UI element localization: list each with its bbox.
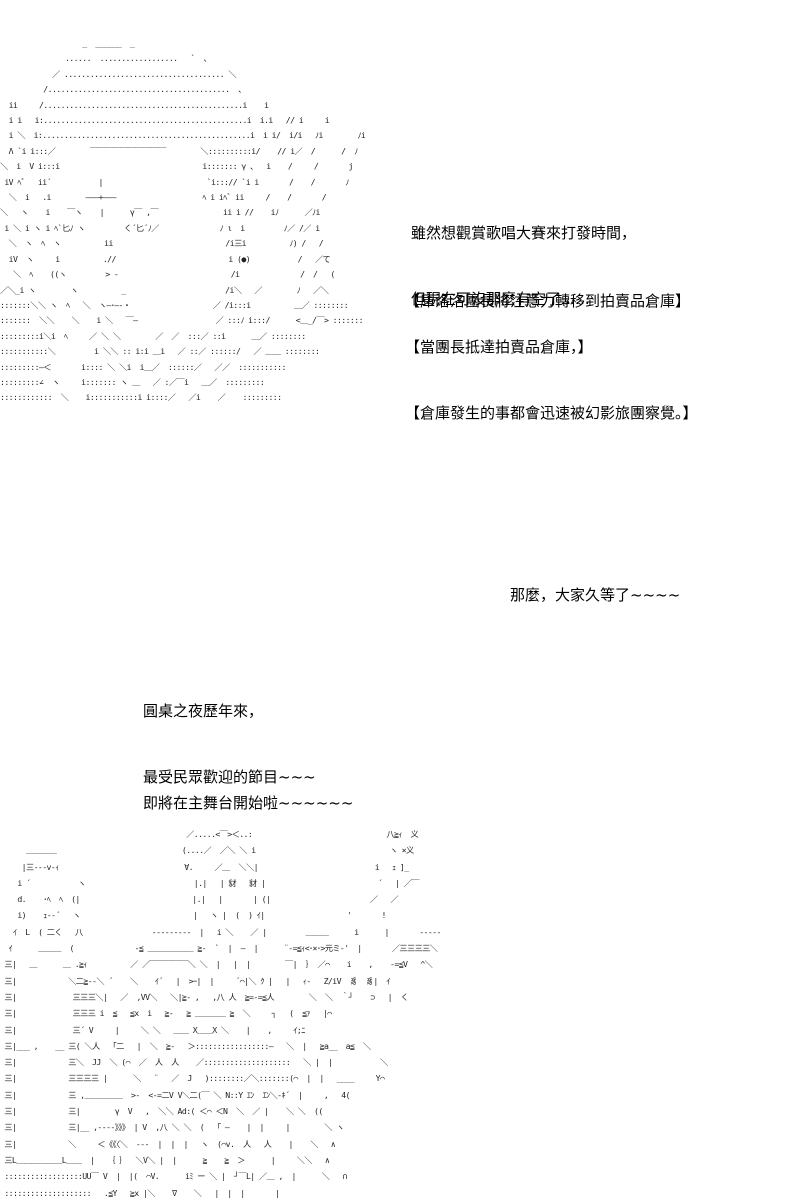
dialogue-line: 那麼，大家久等了~~~~: [510, 586, 681, 604]
narration-line: 【庫洛洛團長將注意力轉移到拍賣品倉庫】: [405, 292, 691, 310]
dialogue-line: 圓桌之夜歷年來，: [143, 702, 264, 720]
announcer-block-2: 圓桌之夜歷年來， 最受民眾歡迎的節目~~~: [143, 656, 316, 810]
narration-line: 【倉庫發生的事都會迅速被幻影旅團察覺。】: [405, 404, 698, 422]
narration-line: 雖然想觀賞歌唱大賽來打發時間，: [411, 224, 637, 242]
narration-line: 【當團長抵達拍賣品倉庫，】: [405, 338, 593, 356]
announcer-line-3: 即將在主舞台開始啦~~~~~~: [143, 748, 353, 836]
narration-block-1: 雖然想觀賞歌唱大賽來打發時間， 但現在可沒那麼有空了......: [411, 178, 636, 332]
dialogue-line: 最受民眾歡迎的節目~~~: [143, 768, 316, 786]
narration-line: 但現在可沒那麼有空了......: [411, 290, 590, 308]
narration-block-2: 【庫洛洛團長將注意力轉移到拍賣品倉庫】: [405, 246, 690, 334]
announcer-line-1: 那麼，大家久等了~~~~: [510, 540, 680, 628]
narration-block-3: 【當團長抵達拍賣品倉庫，】 【倉庫發生的事都會迅速被幻影旅團察覺。】: [405, 292, 698, 446]
top-ascii-art-chrollo: _ ______ _ ...... .................. ` 、…: [0, 38, 366, 403]
bottom-ascii-art-crowd: ／.....<￣>＜..: 八≧ｨ 义 ＿＿＿＿ (....／ ／＼ ＼ i ヽ…: [4, 829, 441, 1198]
dialogue-line: 即將在主舞台開始啦~~~~~~: [143, 794, 354, 812]
